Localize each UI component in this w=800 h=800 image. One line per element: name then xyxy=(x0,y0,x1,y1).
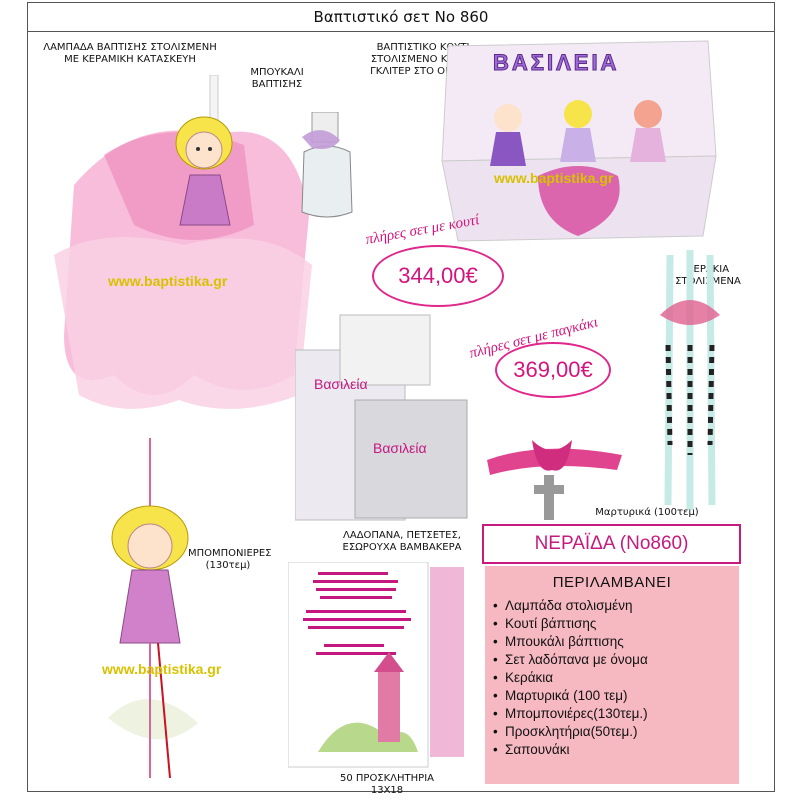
offer-bench-price-badge: 369,00€ xyxy=(495,342,611,398)
includes-item: Μπουκάλι βάπτισης xyxy=(493,633,739,651)
includes-item: Προσκλητήρια(50τεμ.) xyxy=(493,723,739,741)
invitation-image xyxy=(288,562,464,768)
product-name: ΝΕΡΑΪΔΑ (Νο860) xyxy=(482,524,741,564)
oil-cloths-caption: ΛΑΔΟΠΑΝΑ, ΠΕΤΣΕΤΕΣ, ΕΣΩΡΟΥΧΑ ΒΑΜΒΑΚΕΡΑ xyxy=(342,530,462,553)
pompoms-caption: ΜΠΟΜΠΟΝΙΕΡΕΣ (130τεμ) xyxy=(188,548,272,571)
includes-item: Κουτί βάπτισης xyxy=(493,615,739,633)
candle-caption: ΛΑΜΠΑΔΑ ΒΑΠΤΙΣΗΣ ΣΤΟΛΙΣΜΕΝΗ ΜΕ ΚΕΡΑΜΙΚΗ … xyxy=(43,42,217,65)
baptism-candle-image xyxy=(54,75,312,409)
pompoms-image xyxy=(108,438,198,779)
website-link-bottom[interactable]: www.baptistika.gr xyxy=(102,661,222,677)
includes-title: ΠΕΡΙΛΑΜΒΑΝΕΙ xyxy=(552,574,672,591)
bottle-caption: ΜΠΟΥΚΑΛΙ ΒΑΠΤΙΣΗΣ xyxy=(250,67,304,90)
offer-box-price: 344,00€ xyxy=(398,263,478,288)
includes-list: Λαμπάδα στολισμένη Κουτί βάπτισης Μπουκά… xyxy=(493,597,739,759)
box-name-text: ΒΑΣΙΛΕΙΑ xyxy=(492,50,620,76)
includes-item: Σετ λαδόπανα με όνομα xyxy=(493,651,739,669)
favors-caption: Μαρτυρικά (100τεμ) xyxy=(595,507,699,518)
website-link-box[interactable]: www.baptistika.gr xyxy=(494,170,614,186)
oil-cloths-image xyxy=(295,314,468,521)
includes-item: Λαμπάδα στολισμένη xyxy=(493,597,739,615)
includes-item: Μπομπονιέρες(130τεμ.) xyxy=(493,705,739,723)
favor-image xyxy=(487,440,622,520)
includes-item: Μαρτυρικά (100 τεμ) xyxy=(493,687,739,705)
includes-item: Σαπουνάκι xyxy=(493,741,739,759)
box-caption: ΒΑΠΤΙΣΤΙΚΟ ΚΟΥΤΙ ΣΤΟΛΙΣΜΕΝΟ ΚΑΙ ΜΕ ΓΚΛΙΤ… xyxy=(370,42,476,77)
website-link-left[interactable]: www.baptistika.gr xyxy=(108,273,228,289)
invitations-caption: 50 ΠΡΟΣΚΛΗΤΗΡΙΑ 13Χ18 xyxy=(339,773,434,796)
towel-name-2: Βασιλεία xyxy=(373,440,427,456)
baptism-box-image xyxy=(441,40,717,242)
includes-item: Κεράκια xyxy=(493,669,739,687)
offer-box-price-badge: 344,00€ xyxy=(372,245,504,307)
page-title: Βαπτιστικό σετ Νο 860 xyxy=(28,3,774,32)
baptism-bottle-image xyxy=(301,112,353,218)
towel-name-1: Βασιλεία xyxy=(314,376,368,392)
includes-panel: ΠΕΡΙΛΑΜΒΑΝΕΙ Λαμπάδα στολισμένη Κουτί βά… xyxy=(485,566,739,784)
small-candles-image xyxy=(660,250,720,510)
offer-bench-price: 369,00€ xyxy=(513,357,593,382)
